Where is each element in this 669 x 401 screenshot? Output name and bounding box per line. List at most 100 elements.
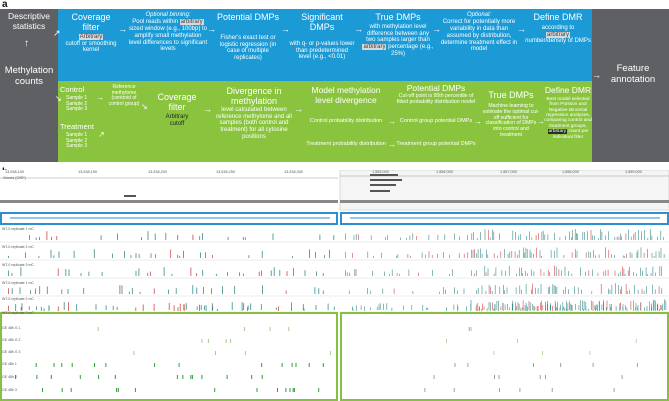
methylation-tick [285, 290, 287, 294]
methylation-tick [346, 272, 348, 276]
methylation-tick [50, 249, 52, 258]
methylation-tick [101, 271, 103, 276]
methylation-tick [243, 273, 244, 276]
methylation-tick [487, 254, 489, 258]
methylation-tick [568, 271, 569, 276]
feature-annotation-label: Feature annotation [610, 63, 656, 85]
methylation-tick [598, 254, 600, 258]
methylation-tick [345, 251, 346, 258]
dmp-tick [79, 375, 81, 379]
methylation-tick [128, 291, 130, 294]
methylation-tick [590, 230, 592, 240]
methylation-tick [529, 231, 530, 240]
methylation-tick [537, 306, 539, 311]
methylation-tick [67, 289, 69, 294]
methylation-tick [322, 273, 324, 276]
methylation-tick [399, 273, 400, 276]
methylation-tick [661, 288, 663, 294]
methylation-tick [577, 233, 578, 240]
methylation-tick [494, 303, 496, 311]
track-label: WT-0 replicate 3 mC [2, 311, 34, 315]
methylation-tick [155, 254, 156, 258]
define-dmr-2-title: Define DMR [544, 85, 592, 95]
dmp-tick [230, 339, 232, 343]
methylation-tick [523, 247, 524, 258]
binning-step: Optional binning: Pool reads within arbi… [128, 12, 208, 53]
methylation-tick [663, 254, 665, 258]
methylation-tick [476, 304, 477, 311]
control-distribution: Control probability distribution [309, 118, 383, 124]
dmp-tick [454, 363, 456, 367]
coverage-filter-2-title: Coverage filter [157, 92, 197, 113]
methylation-tick [650, 272, 652, 276]
methylation-tick [411, 305, 413, 310]
define-dmr-title: Define DMR [533, 12, 583, 22]
methylation-tick [522, 307, 523, 310]
methylation-tick [616, 236, 618, 240]
methylation-tick [660, 247, 662, 258]
ruler-tick-label: 1,559,000 [625, 170, 642, 174]
divergence-title: Divergence in methylation [226, 86, 282, 107]
methylation-tick [382, 288, 384, 294]
methylation-tick [481, 285, 483, 294]
methylation-tick [571, 237, 572, 240]
methylation-tick [615, 306, 617, 311]
methylation-tick [212, 255, 213, 258]
methylation-tick [239, 272, 240, 276]
methylation-tick [569, 231, 570, 240]
methylation-tick [329, 249, 330, 258]
methylation-tick [205, 305, 207, 311]
methylation-tick [248, 255, 250, 258]
methylation-tick [594, 235, 595, 240]
methylation-tick [535, 287, 536, 294]
methylation-tick [179, 255, 181, 258]
methylation-tick [202, 269, 204, 276]
methylation-tick [563, 289, 564, 294]
methylation-tick [449, 274, 450, 276]
methylation-tick [467, 252, 469, 258]
methylation-tick [572, 230, 573, 240]
methylation-tick [515, 232, 516, 240]
methylation-tick [88, 271, 90, 276]
true-dmps-2-detail: Machine learning to estimate the optimal… [482, 103, 540, 139]
dmp-tick [551, 388, 553, 392]
methylation-tick [539, 250, 541, 258]
methylation-tick [609, 289, 611, 294]
methylation-tick [200, 252, 201, 258]
methylation-tick [30, 290, 31, 294]
methylation-tick [319, 234, 321, 240]
methylation-tick [494, 285, 496, 294]
methylation-tick [622, 304, 624, 311]
methylation-tick [646, 308, 648, 311]
methylation-tick [591, 291, 593, 294]
methylation-tick [651, 303, 652, 310]
methylation-tick [525, 306, 527, 311]
methylation-tick [504, 290, 505, 294]
ruler-tick-label: 1,556,000 [436, 170, 453, 174]
methylation-tick [622, 266, 623, 276]
methylation-tick [562, 302, 564, 311]
dmp-tick [424, 388, 426, 392]
methylation-tick [527, 273, 528, 276]
methylation-tick [580, 267, 581, 276]
methylation-tick [391, 307, 393, 311]
methylation-tick [660, 305, 661, 310]
methylation-tick [493, 308, 495, 311]
methylation-tick [595, 304, 597, 310]
dmp-tick [498, 375, 500, 379]
methylation-tick [611, 254, 612, 258]
methylation-tick [315, 251, 316, 258]
ruler-tick-label: 13,538,200 [148, 170, 168, 174]
dmp-tick [225, 339, 227, 343]
methylation-tick [576, 232, 577, 240]
methylation-tick [564, 266, 566, 276]
methylation-tick [43, 308, 45, 311]
ruler-tick-label: 1,558,000 [562, 170, 579, 174]
methylation-tick [261, 250, 263, 258]
dmp-tick [53, 363, 55, 367]
methylation-tick [177, 254, 179, 258]
reference-methylome: Reference methylome (centroid of control… [108, 84, 140, 107]
methylation-tick [275, 307, 277, 310]
methylation-tick [481, 253, 483, 258]
